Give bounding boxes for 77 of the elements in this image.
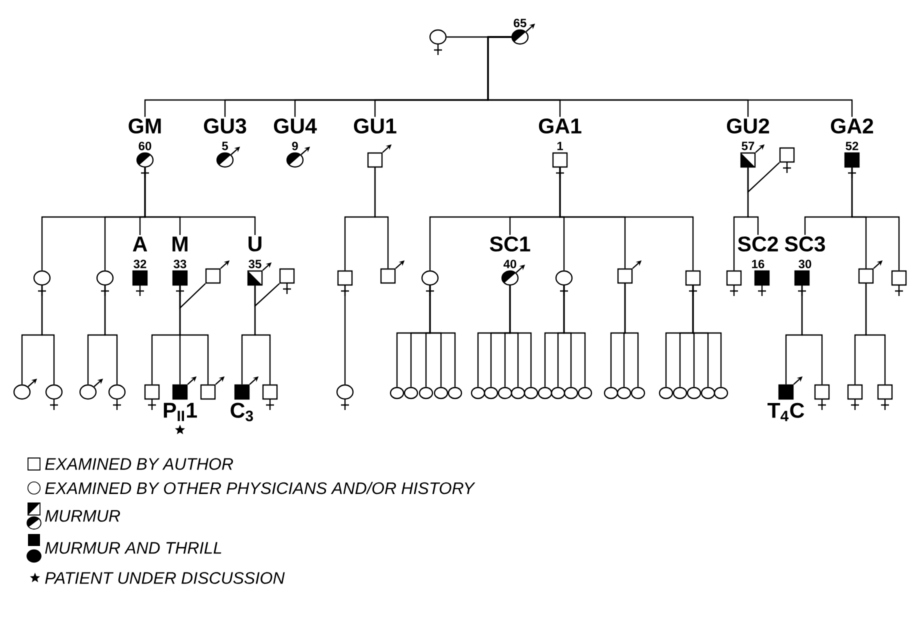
circle-symbol [616, 386, 632, 400]
name-label: M [172, 236, 188, 252]
legend-text: MURMUR AND THRILL [45, 542, 222, 554]
name-label: A [132, 236, 148, 252]
descent-line [429, 286, 456, 387]
name-label: SC2 [738, 236, 778, 252]
age-label: 5 [222, 142, 228, 150]
circle-symbol [578, 386, 592, 400]
name-label: GM [128, 118, 161, 134]
descent-line [509, 286, 532, 387]
age-label: 65 [514, 18, 526, 28]
descent-line [559, 168, 694, 270]
name-label: SC3 [784, 236, 825, 252]
descent-line [144, 168, 256, 235]
circle-symbol [700, 386, 716, 400]
descent-line [41, 286, 55, 384]
circle-symbol [498, 386, 512, 400]
descent-line [254, 286, 271, 384]
circle-symbol [714, 386, 728, 400]
age-label: 40 [504, 260, 516, 268]
name-label: GA2 [830, 118, 874, 134]
name-label: U [248, 236, 262, 252]
circle-symbol [538, 386, 552, 400]
age-label: 16 [752, 260, 764, 268]
descent-line [801, 286, 823, 384]
circle-symbol [418, 386, 434, 400]
name-label: GU1 [354, 118, 396, 134]
descent-line [624, 284, 639, 387]
name-label: GU3 [204, 118, 246, 134]
legend-text: EXAMINED BY OTHER PHYSICIANS AND/OR HISTORY [45, 482, 476, 494]
name-label: GU4 [274, 118, 317, 134]
age-label: 52 [846, 142, 858, 150]
age-label: 57 [742, 142, 754, 150]
circle-symbol [404, 386, 418, 400]
circle-symbol [510, 386, 526, 400]
age-label: 60 [138, 142, 152, 150]
circle-symbol [658, 386, 674, 400]
age-label: 9 [292, 142, 298, 150]
age-label: 1 [557, 142, 563, 150]
marriage-line [747, 162, 780, 194]
circle-symbol [630, 386, 646, 400]
circle-symbol [564, 386, 578, 400]
marriage-line [179, 283, 206, 310]
age-label: 32 [134, 260, 146, 268]
circle-symbol [672, 386, 688, 400]
age-label: 35 [248, 260, 262, 268]
descent-line [487, 36, 853, 117]
descent-line [344, 286, 346, 384]
descent-line [865, 284, 886, 384]
circle-symbol [448, 386, 462, 400]
descent-line [179, 286, 209, 384]
circle-symbol [484, 386, 498, 400]
circle-symbol [434, 386, 448, 400]
name-label: GA1 [538, 118, 582, 134]
age-label: 30 [798, 260, 812, 268]
circle-symbol [390, 386, 404, 400]
descent-line [747, 168, 759, 235]
descent-line [563, 286, 586, 387]
circle-symbol [604, 386, 618, 400]
descent-line [692, 286, 722, 387]
marriage-line [254, 283, 280, 308]
name-label: SC1 [490, 236, 530, 252]
legend-text: EXAMINED BY AUTHOR [45, 458, 233, 470]
name-label: T$_{4}$C [768, 402, 804, 422]
name-label: C$_{3}$ [230, 402, 253, 422]
circle-symbol [524, 386, 538, 400]
age-label: 33 [174, 260, 186, 268]
legend-text: PATIENT UNDER DISCUSSION [45, 572, 285, 584]
descent-line [104, 286, 118, 384]
circle-symbol [686, 386, 702, 400]
legend-text: MURMUR [45, 510, 120, 522]
circle-symbol [550, 386, 566, 400]
descent-line [851, 168, 900, 270]
name-label: P$_{II}$1 [164, 402, 197, 422]
name-label: GU2 [726, 118, 770, 134]
circle-symbol [470, 386, 486, 400]
descent-line [374, 168, 389, 268]
